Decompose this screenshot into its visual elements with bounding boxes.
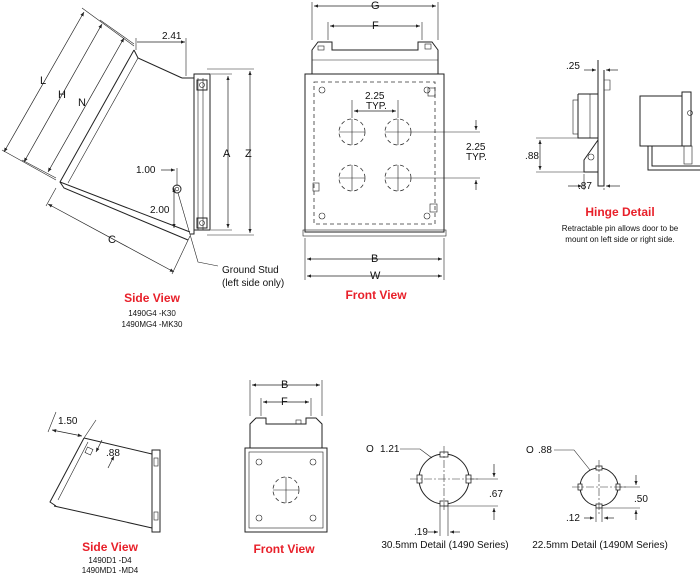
side-view-part-2: 1490MG4 -MK30 bbox=[122, 320, 183, 329]
dim-C: C bbox=[108, 234, 116, 246]
hinge-detail-title: Hinge Detail bbox=[585, 205, 654, 219]
dim-100: 1.00 bbox=[136, 165, 156, 176]
dim-67: .67 bbox=[489, 489, 503, 500]
dia-symbol-305: O bbox=[366, 444, 374, 455]
side-small-part-2: 1490MD1 -MD4 bbox=[82, 566, 139, 574]
spacing-v: 2.25 bbox=[466, 142, 486, 153]
dia-symbol-225: O bbox=[526, 445, 534, 456]
caption-225: 22.5mm Detail (1490M Series) bbox=[532, 540, 668, 551]
ground-stud-note: (left side only) bbox=[222, 278, 284, 289]
hinge-detail: .25 .88 .87 Hinge Detail Retractable pin… bbox=[525, 60, 700, 244]
front-view-top: G F 2.25 TYP. 2.25 TYP. B W Front View bbox=[302, 0, 487, 302]
side-view-part-1: 1490G4 -K30 bbox=[128, 309, 176, 318]
dim-B: B bbox=[371, 253, 378, 265]
dim-19: .19 bbox=[414, 527, 428, 538]
front-enclosure-body bbox=[304, 73, 445, 233]
hinge-note-1: Retractable pin allows door to be bbox=[562, 224, 679, 233]
dim-Z: Z bbox=[245, 148, 252, 160]
dim-F: F bbox=[372, 20, 379, 32]
dia-305: 1.21 bbox=[380, 444, 400, 455]
dim-12: .12 bbox=[566, 513, 580, 524]
small-enclosure-body bbox=[244, 447, 328, 533]
front-view-title: Front View bbox=[345, 288, 407, 302]
ground-stud-label: Ground Stud bbox=[222, 265, 279, 276]
side-small-part-1: 1490D1 -D4 bbox=[88, 556, 132, 565]
dim-241: 2.41 bbox=[162, 31, 182, 42]
front-view-bottom: B F Front View bbox=[244, 379, 328, 556]
caption-305: 30.5mm Detail (1490 Series) bbox=[381, 540, 508, 551]
dim-200: 2.00 bbox=[150, 205, 170, 216]
side-view-title: Side View bbox=[124, 291, 180, 305]
hinge-dim-88: .88 bbox=[525, 151, 539, 162]
side-view-top: L H N 2.41 A Z 1.00 2.00 C bbox=[1, 7, 284, 329]
side-view-bottom: 1.50 .88 Side View 1490D1 -D4 1490MD1 -M… bbox=[47, 411, 161, 574]
spacing-h: 2.25 bbox=[365, 91, 385, 102]
detail-30mm: O 1.21 .67 .19 30.5mm Detail (1490 Serie… bbox=[366, 444, 509, 551]
typ-h: TYP. bbox=[366, 101, 387, 112]
side-view-small-title: Side View bbox=[82, 540, 138, 554]
hinge-dim-87: .87 bbox=[578, 181, 592, 192]
dim-G: G bbox=[371, 0, 380, 12]
side-small-dim-150: 1.50 bbox=[58, 416, 78, 427]
hinge-note-2: mount on left side or right side. bbox=[565, 235, 674, 244]
side-door-panel bbox=[59, 49, 191, 241]
dia-225: .88 bbox=[538, 445, 552, 456]
small-dim-F: F bbox=[281, 396, 288, 408]
knockout-holes bbox=[338, 118, 412, 192]
dim-L: L bbox=[40, 75, 46, 87]
dim-A: A bbox=[223, 148, 231, 160]
front-view-small-title: Front View bbox=[253, 542, 315, 556]
side-small-dim-88: .88 bbox=[106, 448, 120, 459]
dim-H: H bbox=[58, 89, 66, 101]
hinge-dim-25: .25 bbox=[566, 61, 580, 72]
detail-22mm: O .88 .50 .12 22.5mm Detail (1490M Serie… bbox=[526, 445, 668, 551]
typ-v: TYP. bbox=[466, 152, 487, 163]
dim-N: N bbox=[78, 97, 86, 109]
dim-W: W bbox=[370, 270, 381, 282]
small-dim-B: B bbox=[281, 379, 288, 391]
dim-50: .50 bbox=[634, 494, 648, 505]
